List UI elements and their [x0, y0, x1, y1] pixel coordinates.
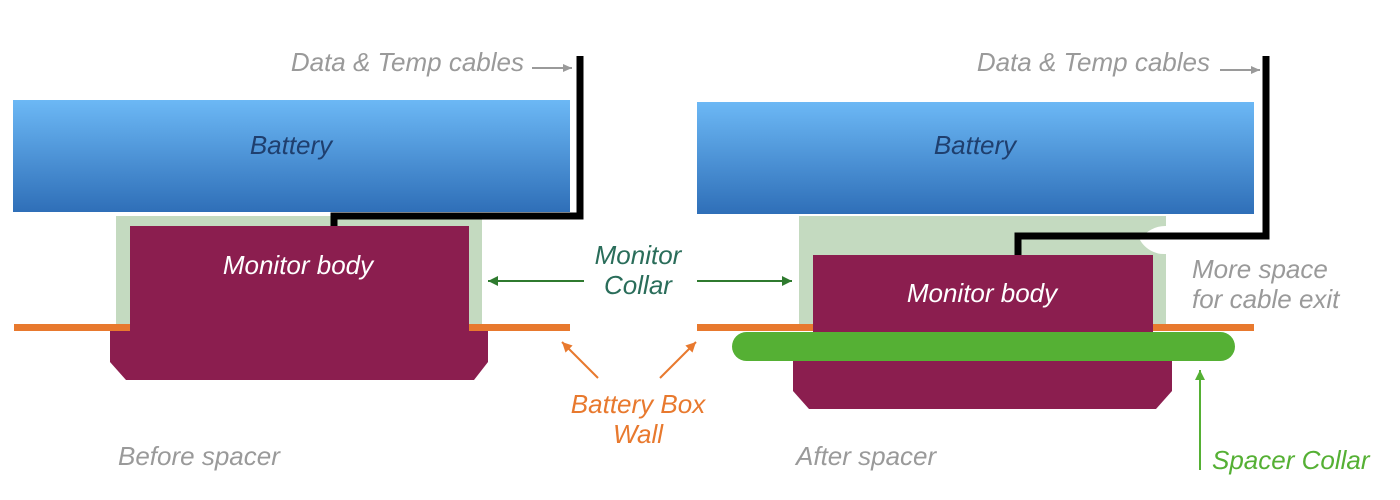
- left-panel: Data & Temp cables Battery Monitor body …: [13, 47, 584, 471]
- right-battery-label: Battery: [934, 130, 1018, 160]
- left-cable: [330, 56, 584, 226]
- left-caption: Before spacer: [118, 441, 281, 471]
- right-monitor-label: Monitor body: [907, 278, 1059, 308]
- battery-box-wall-label-line2: Wall: [613, 419, 664, 449]
- right-spacer-collar: [732, 332, 1235, 361]
- right-caption: After spacer: [794, 441, 938, 471]
- right-cable: [1014, 56, 1270, 255]
- left-battery-label: Battery: [250, 130, 334, 160]
- left-battery: [13, 100, 570, 212]
- wall-arrow-right: [659, 341, 697, 379]
- spacer-collar-label: Spacer Collar: [1212, 445, 1371, 475]
- right-battery: [697, 102, 1254, 214]
- left-monitor-flange: [110, 331, 488, 380]
- left-monitor-body: [130, 226, 469, 336]
- battery-box-wall-label-line1: Battery Box: [571, 389, 706, 419]
- left-cables-label: Data & Temp cables: [291, 47, 524, 77]
- wall-arrow-left: [561, 341, 599, 379]
- monitor-collar-label-line2: Collar: [604, 270, 673, 300]
- center-labels: Monitor Collar Battery Box Wall: [488, 240, 792, 449]
- right-monitor-flange: [793, 350, 1172, 409]
- right-cables-label: Data & Temp cables: [977, 47, 1210, 77]
- more-space-label-line2: for cable exit: [1192, 284, 1341, 314]
- left-monitor-label: Monitor body: [223, 250, 375, 280]
- right-panel: Data & Temp cables Battery Monitor body …: [697, 47, 1371, 475]
- more-space-label-line1: More space: [1192, 254, 1328, 284]
- monitor-collar-label-line1: Monitor: [595, 240, 683, 270]
- right-monitor-body: [813, 255, 1153, 339]
